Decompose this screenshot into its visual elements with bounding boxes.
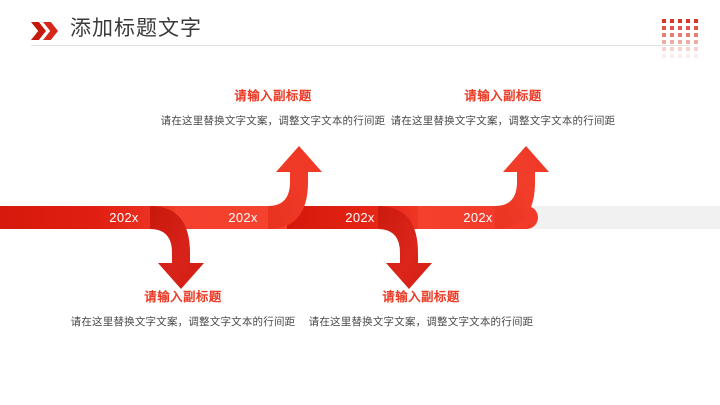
page-title: 添加标题文字 <box>70 17 202 40</box>
dot <box>678 40 682 44</box>
dot <box>662 19 666 23</box>
dot <box>662 40 666 44</box>
up-arrow-2 <box>495 146 587 238</box>
dot <box>678 19 682 23</box>
block-body: 请在这里替换文字文案，调整文字文本的行间距 <box>70 316 296 328</box>
down-arrow-2 <box>378 206 468 296</box>
dot <box>686 33 690 37</box>
dot <box>662 54 666 58</box>
up-arrow-1 <box>268 146 360 238</box>
double-chevron-right-icon <box>31 22 65 40</box>
block-subtitle: 请输入副标题 <box>234 89 312 103</box>
block-body: 请在这里替换文字文案，调整文字文本的行间距 <box>390 115 616 127</box>
dot <box>670 33 674 37</box>
content-block-top-1: 请输入副标题 请在这里替换文字文案，调整文字文本的行间距 <box>142 87 404 130</box>
down-arrow-1 <box>150 206 240 296</box>
dot <box>670 26 674 30</box>
timeline-graphic: 202x 202x 202x 202x <box>0 146 720 300</box>
dot <box>662 33 666 37</box>
content-block-bottom-2: 请输入副标题 请在这里替换文字文案，调整文字文本的行间距 <box>290 288 552 331</box>
dot <box>678 54 682 58</box>
dot <box>694 33 698 37</box>
content-block-top-2: 请输入副标题 请在这里替换文字文案，调整文字文本的行间距 <box>372 87 634 130</box>
dot <box>670 47 674 51</box>
dot <box>686 54 690 58</box>
slide-header: 添加标题文字 <box>0 0 720 58</box>
dot <box>678 33 682 37</box>
chevron-icon-part-2 <box>43 22 58 40</box>
dot <box>670 19 674 23</box>
dot <box>694 26 698 30</box>
dot <box>686 47 690 51</box>
dot <box>686 26 690 30</box>
dot <box>662 47 666 51</box>
timeline-year-2: 202x <box>228 210 258 225</box>
block-subtitle: 请输入副标题 <box>144 290 222 304</box>
dot <box>678 26 682 30</box>
dot-row <box>662 19 698 23</box>
timeline-year-3: 202x <box>345 210 375 225</box>
block-body: 请在这里替换文字文案，调整文字文本的行间距 <box>308 316 534 328</box>
dot <box>686 19 690 23</box>
timeline-year-1: 202x <box>109 210 139 225</box>
dot <box>678 47 682 51</box>
dot-row <box>662 40 698 44</box>
chevron-icon-part-1 <box>31 22 46 40</box>
dot <box>694 54 698 58</box>
dot <box>694 40 698 44</box>
dot-row <box>662 54 698 58</box>
dot-row <box>662 33 698 37</box>
dot <box>670 40 674 44</box>
block-subtitle: 请输入副标题 <box>464 89 542 103</box>
title-divider <box>31 45 691 46</box>
block-subtitle: 请输入副标题 <box>382 290 460 304</box>
dot <box>662 26 666 30</box>
content-block-bottom-1: 请输入副标题 请在这里替换文字文案，调整文字文本的行间距 <box>52 288 314 331</box>
timeline-year-4: 202x <box>463 210 493 225</box>
timeline-segment-1 <box>0 206 175 229</box>
dot-row <box>662 47 698 51</box>
dot <box>686 40 690 44</box>
dot-grid-decoration <box>662 19 698 58</box>
dot <box>694 19 698 23</box>
dot <box>694 47 698 51</box>
timeline-segment-2 <box>175 206 287 229</box>
dot <box>670 54 674 58</box>
block-body: 请在这里替换文字文案，调整文字文本的行间距 <box>160 115 386 127</box>
dot-row <box>662 26 698 30</box>
